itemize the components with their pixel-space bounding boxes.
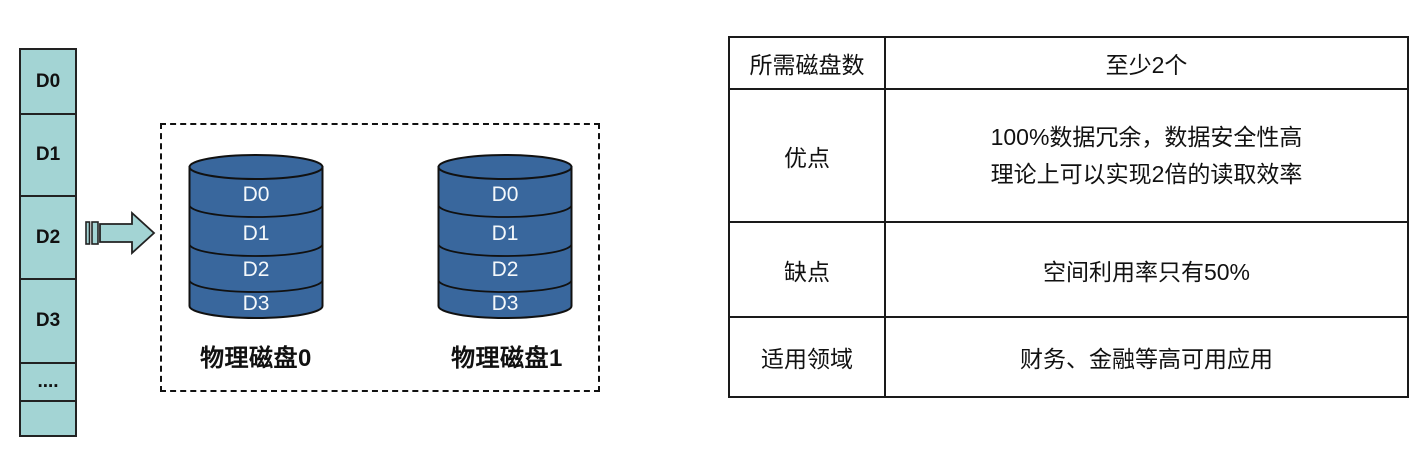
advantage-line-2: 理论上可以实现2倍的读取效率 (990, 160, 1303, 187)
disk0-segment-d1: D1 (243, 222, 270, 245)
data-block-empty (19, 400, 77, 437)
row-header-advantages: 优点 (728, 88, 886, 223)
data-block-ellipsis: .... (19, 362, 77, 402)
raid1-array-boundary (160, 123, 600, 392)
data-block-d2: D2 (19, 195, 77, 280)
disk1-segment-d1: D1 (492, 222, 519, 245)
raid1-properties-table: 所需磁盘数 至少2个 优点 100%数据冗余，数据安全性高 理论上可以实现2倍的… (728, 36, 1409, 398)
disk0-segment-d0: D0 (243, 183, 270, 206)
disk0-segment-d3: D3 (243, 292, 270, 315)
table-row-disadvantages: 缺点 空间利用率只有50% (728, 221, 1409, 318)
disk1-label: 物理磁盘1 (451, 345, 563, 372)
mirror-arrow-icon (85, 210, 157, 256)
disk1-segment-d3: D3 (492, 292, 519, 315)
advantage-line-1: 100%数据冗余，数据安全性高 (990, 123, 1303, 150)
disk-cylinder-icon: D0 D1 D2 D3 (437, 154, 573, 319)
logical-block-stack: D0 D1 D2 D3 .... (19, 48, 77, 437)
disk0-segment-d2: D2 (243, 258, 270, 281)
row-header-disk-count: 所需磁盘数 (728, 36, 886, 90)
table-row-disk-count: 所需磁盘数 至少2个 (728, 36, 1409, 90)
row-value-use-cases: 财务、金融等高可用应用 (884, 316, 1409, 398)
row-value-disadvantages: 空间利用率只有50% (884, 221, 1409, 318)
disk1-segment-d0: D0 (492, 183, 519, 206)
data-block-d0: D0 (19, 48, 77, 115)
data-block-d1: D1 (19, 113, 77, 197)
row-value-advantages: 100%数据冗余，数据安全性高 理论上可以实现2倍的读取效率 (884, 88, 1409, 223)
row-value-disk-count: 至少2个 (884, 36, 1409, 90)
table-row-use-cases: 适用领域 财务、金融等高可用应用 (728, 316, 1409, 398)
physical-disk-1: D0 D1 D2 D3 (437, 154, 573, 324)
data-block-d3: D3 (19, 278, 77, 364)
disk1-segment-d2: D2 (492, 258, 519, 281)
table-row-advantages: 优点 100%数据冗余，数据安全性高 理论上可以实现2倍的读取效率 (728, 88, 1409, 223)
row-header-disadvantages: 缺点 (728, 221, 886, 318)
row-header-use-cases: 适用领域 (728, 316, 886, 398)
disk0-label: 物理磁盘0 (200, 345, 312, 372)
physical-disk-0: D0 D1 D2 D3 (188, 154, 324, 324)
disk-cylinder-icon: D0 D1 D2 D3 (188, 154, 324, 319)
